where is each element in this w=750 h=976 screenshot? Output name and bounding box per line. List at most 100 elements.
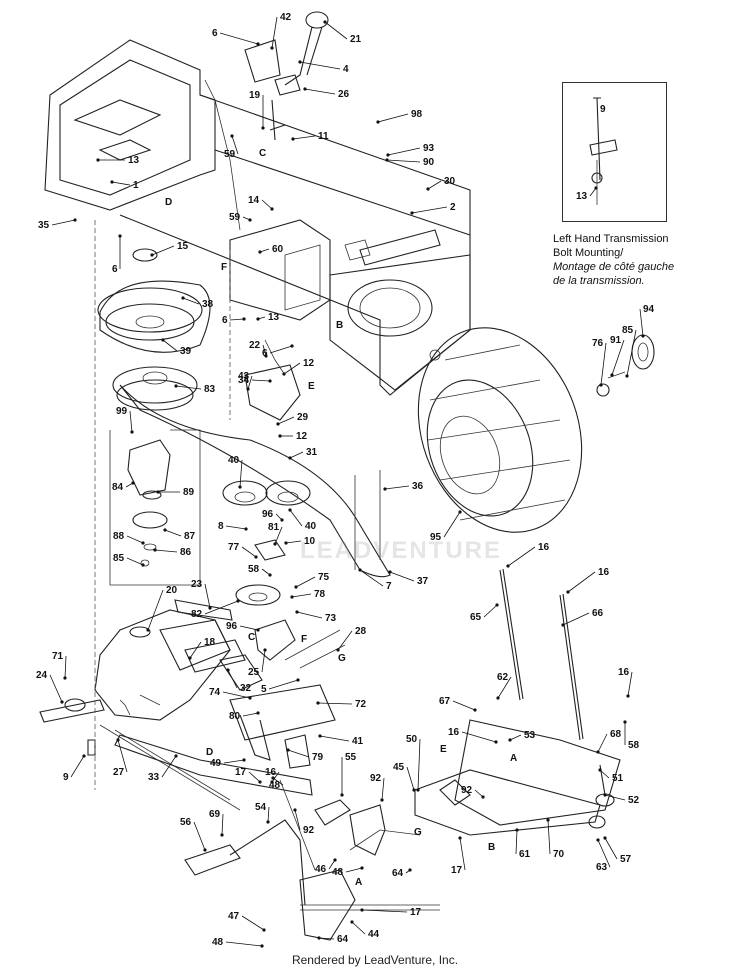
- leader-dot: [181, 296, 185, 300]
- leader-line: [299, 61, 341, 70]
- callout-number: 93: [423, 143, 435, 154]
- part-callout: 96: [226, 621, 260, 632]
- leader-dot: [141, 541, 145, 545]
- reference-letter: F: [301, 634, 307, 645]
- leader-dot: [254, 555, 258, 559]
- callout-number: 33: [148, 772, 160, 783]
- leader-dot: [161, 338, 165, 342]
- leader-line: [427, 180, 442, 190]
- leader-dot: [268, 573, 272, 577]
- leader-line: [351, 921, 366, 935]
- callout-number: 47: [228, 911, 240, 922]
- leader-dot: [261, 126, 265, 130]
- leader-line: [154, 549, 178, 553]
- leader-dot: [316, 701, 320, 705]
- leader-dot: [358, 568, 362, 572]
- callout-number: 25: [248, 667, 260, 678]
- leader-dot: [256, 628, 260, 632]
- part-callout: 18: [188, 637, 216, 660]
- leader-dot: [473, 708, 477, 712]
- leader-dot: [412, 788, 416, 792]
- part-callout: 23: [191, 579, 212, 610]
- callout-number: 42: [280, 12, 292, 23]
- leader-dot: [515, 828, 519, 832]
- callout-number: 26: [338, 89, 350, 100]
- callout-number: 14: [248, 195, 260, 206]
- callout-number: 92: [303, 825, 315, 836]
- leader-dot: [258, 780, 262, 784]
- part-callout: 24: [36, 670, 64, 704]
- part-callout: 85: [622, 325, 637, 378]
- leader-line: [164, 529, 182, 537]
- callout-number: 59: [229, 212, 241, 223]
- leader-line: [562, 612, 590, 626]
- callout-number: 9: [63, 772, 69, 783]
- leader-line: [241, 915, 265, 931]
- rear-tire-wheel: [417, 327, 655, 533]
- leader-dot: [623, 720, 627, 724]
- callout-number: 46: [315, 864, 327, 875]
- leader-dot: [63, 676, 67, 680]
- part-callout: 31: [288, 447, 318, 460]
- callout-number: 75: [318, 572, 330, 583]
- callout-number: 54: [255, 802, 267, 813]
- callout-number: 9: [600, 104, 606, 115]
- leader-line: [604, 837, 618, 860]
- leader-dot: [610, 373, 614, 377]
- leader-dot: [236, 599, 240, 603]
- callout-number: 29: [297, 412, 309, 423]
- leader-dot: [596, 838, 600, 842]
- reference-letter: G: [338, 653, 346, 664]
- callout-number: 22: [249, 340, 261, 351]
- callout-number: 16: [598, 567, 610, 578]
- leader-dot: [291, 137, 295, 141]
- leader-line: [242, 712, 259, 717]
- part-callout: 76: [592, 338, 607, 387]
- leader-line: [597, 733, 608, 753]
- part-callout: 47: [228, 911, 266, 932]
- leader-dot: [203, 848, 207, 852]
- callout-number: 8: [218, 521, 224, 532]
- part-callout: 95: [430, 510, 462, 543]
- part-callout: 69: [209, 809, 224, 837]
- callout-number: 15: [177, 241, 189, 252]
- leader-dot: [271, 776, 275, 780]
- part-callout: 71: [52, 651, 67, 680]
- callout-number: 34: [238, 375, 250, 386]
- reference-letter: G: [414, 827, 422, 838]
- callout-number: F: [301, 634, 307, 645]
- part-callout: 49: [210, 758, 246, 769]
- callout-number: 77: [228, 542, 240, 553]
- part-callout: 6: [222, 315, 246, 326]
- part-callout: 6: [112, 234, 122, 275]
- part-callout: 22: [249, 340, 268, 358]
- leader-dot: [386, 153, 390, 157]
- callout-number: 6: [222, 315, 228, 326]
- callout-number: 52: [628, 795, 640, 806]
- leader-line: [225, 941, 263, 947]
- leader-line: [515, 829, 518, 855]
- leader-line: [497, 676, 512, 699]
- leader-line: [295, 576, 316, 588]
- callout-number: G: [414, 827, 422, 838]
- leader-line: [162, 339, 178, 352]
- leader-dot: [546, 818, 550, 822]
- leader-dot: [258, 250, 262, 254]
- leader-dot: [410, 211, 414, 215]
- reference-letter: D: [165, 197, 172, 208]
- part-callout: 46: [315, 858, 337, 875]
- callout-number: E: [308, 381, 315, 392]
- part-callout: 44: [350, 920, 380, 940]
- callout-number: 17: [410, 907, 422, 918]
- part-callout: 99: [116, 406, 134, 434]
- leader-line: [381, 777, 385, 801]
- part-callout: 64: [392, 868, 412, 879]
- callout-number: B: [488, 842, 495, 853]
- callout-number: B: [336, 320, 343, 331]
- callout-number: 13: [576, 191, 588, 202]
- leader-dot: [256, 317, 260, 321]
- callout-number: 27: [113, 767, 125, 778]
- part-callout: 48: [212, 937, 264, 948]
- callout-number: 30: [444, 176, 456, 187]
- part-callout: 40: [288, 508, 317, 532]
